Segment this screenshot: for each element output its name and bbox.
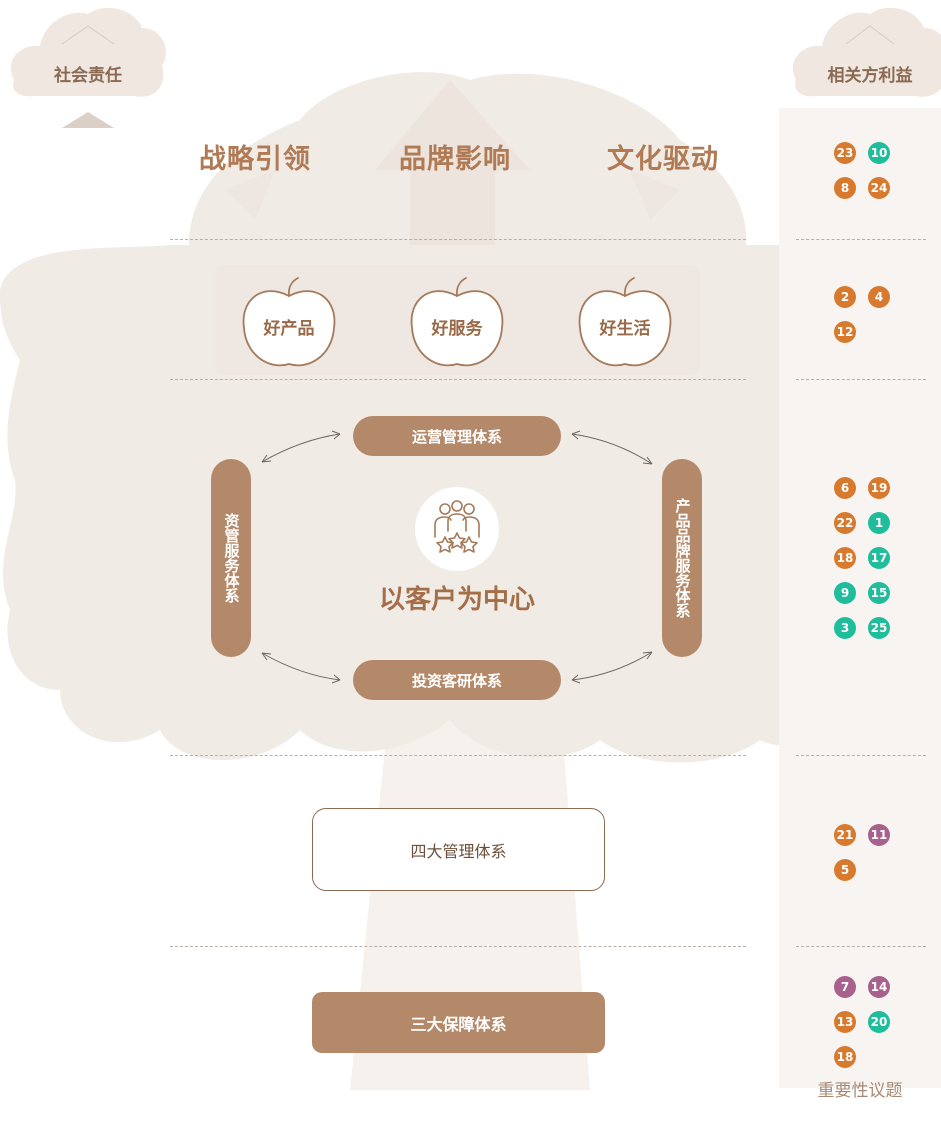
issue-badge: 5: [834, 859, 856, 881]
divider: [170, 239, 746, 240]
issue-badge: 12: [834, 321, 856, 343]
pillar-strategy: 战略引领: [199, 144, 311, 175]
issue-badge: 17: [868, 547, 890, 569]
issue-badge: 8: [834, 177, 856, 199]
issue-badge: 18: [834, 547, 856, 569]
operations-system-pill: 运营管理体系: [353, 416, 561, 456]
stakeholder-interest-label: 相关方利益: [827, 66, 913, 86]
issue-badge: 13: [834, 1011, 856, 1033]
issue-badge: 15: [868, 582, 890, 604]
issue-badge: 6: [834, 477, 856, 499]
sidebar-divider: [796, 755, 926, 756]
issue-badge: 2: [834, 286, 856, 308]
pillar-culture: 文化驱动: [607, 144, 719, 175]
apple-outline-3: [578, 290, 672, 367]
customer-stars-icon: [415, 487, 499, 571]
issue-badge: 24: [868, 177, 890, 199]
issue-badge: 3: [834, 617, 856, 639]
divider: [170, 755, 746, 756]
issue-badge: 21: [834, 824, 856, 846]
issue-badge: 20: [868, 1011, 890, 1033]
issue-badge: 18: [834, 1046, 856, 1068]
issue-badge: 19: [868, 477, 890, 499]
issue-badge: 25: [868, 617, 890, 639]
issue-badge: 11: [868, 824, 890, 846]
issue-badge: 10: [868, 142, 890, 164]
apple-outline-2: [410, 290, 504, 367]
issue-badge: 1: [868, 512, 890, 534]
divider: [170, 946, 746, 947]
four-management-systems: 四大管理体系: [312, 808, 605, 891]
issue-badge: 4: [868, 286, 890, 308]
sidebar-divider: [796, 239, 926, 240]
apple-good-service: 好服务: [431, 319, 483, 339]
apple-outline-1: [242, 290, 336, 367]
social-responsibility-label: 社会责任: [54, 66, 122, 86]
asset-service-pill: 资管服务体系: [211, 459, 251, 657]
pillar-brand: 品牌影响: [399, 144, 511, 175]
sidebar-divider: [796, 379, 926, 380]
materiality-sidebar: [779, 108, 941, 1088]
product-brand-pill: 产品品牌服务体系: [662, 459, 702, 657]
issue-badge: 9: [834, 582, 856, 604]
issue-badge: 23: [834, 142, 856, 164]
issue-badge: 7: [834, 976, 856, 998]
center-title: 以客户为中心: [378, 585, 535, 615]
issue-badge: 14: [868, 976, 890, 998]
investment-research-pill: 投资客研体系: [353, 660, 561, 700]
materiality-topics-label: 重要性议题: [817, 1081, 903, 1101]
issue-badge: 22: [834, 512, 856, 534]
product-brand-label: 产品品牌服务体系: [673, 498, 692, 618]
apple-good-product: 好产品: [263, 319, 315, 339]
three-guarantee-systems: 三大保障体系: [312, 992, 605, 1053]
divider: [170, 379, 746, 380]
sidebar-divider: [796, 946, 926, 947]
asset-service-label: 资管服务体系: [222, 513, 241, 603]
apple-good-life: 好生活: [599, 319, 651, 339]
